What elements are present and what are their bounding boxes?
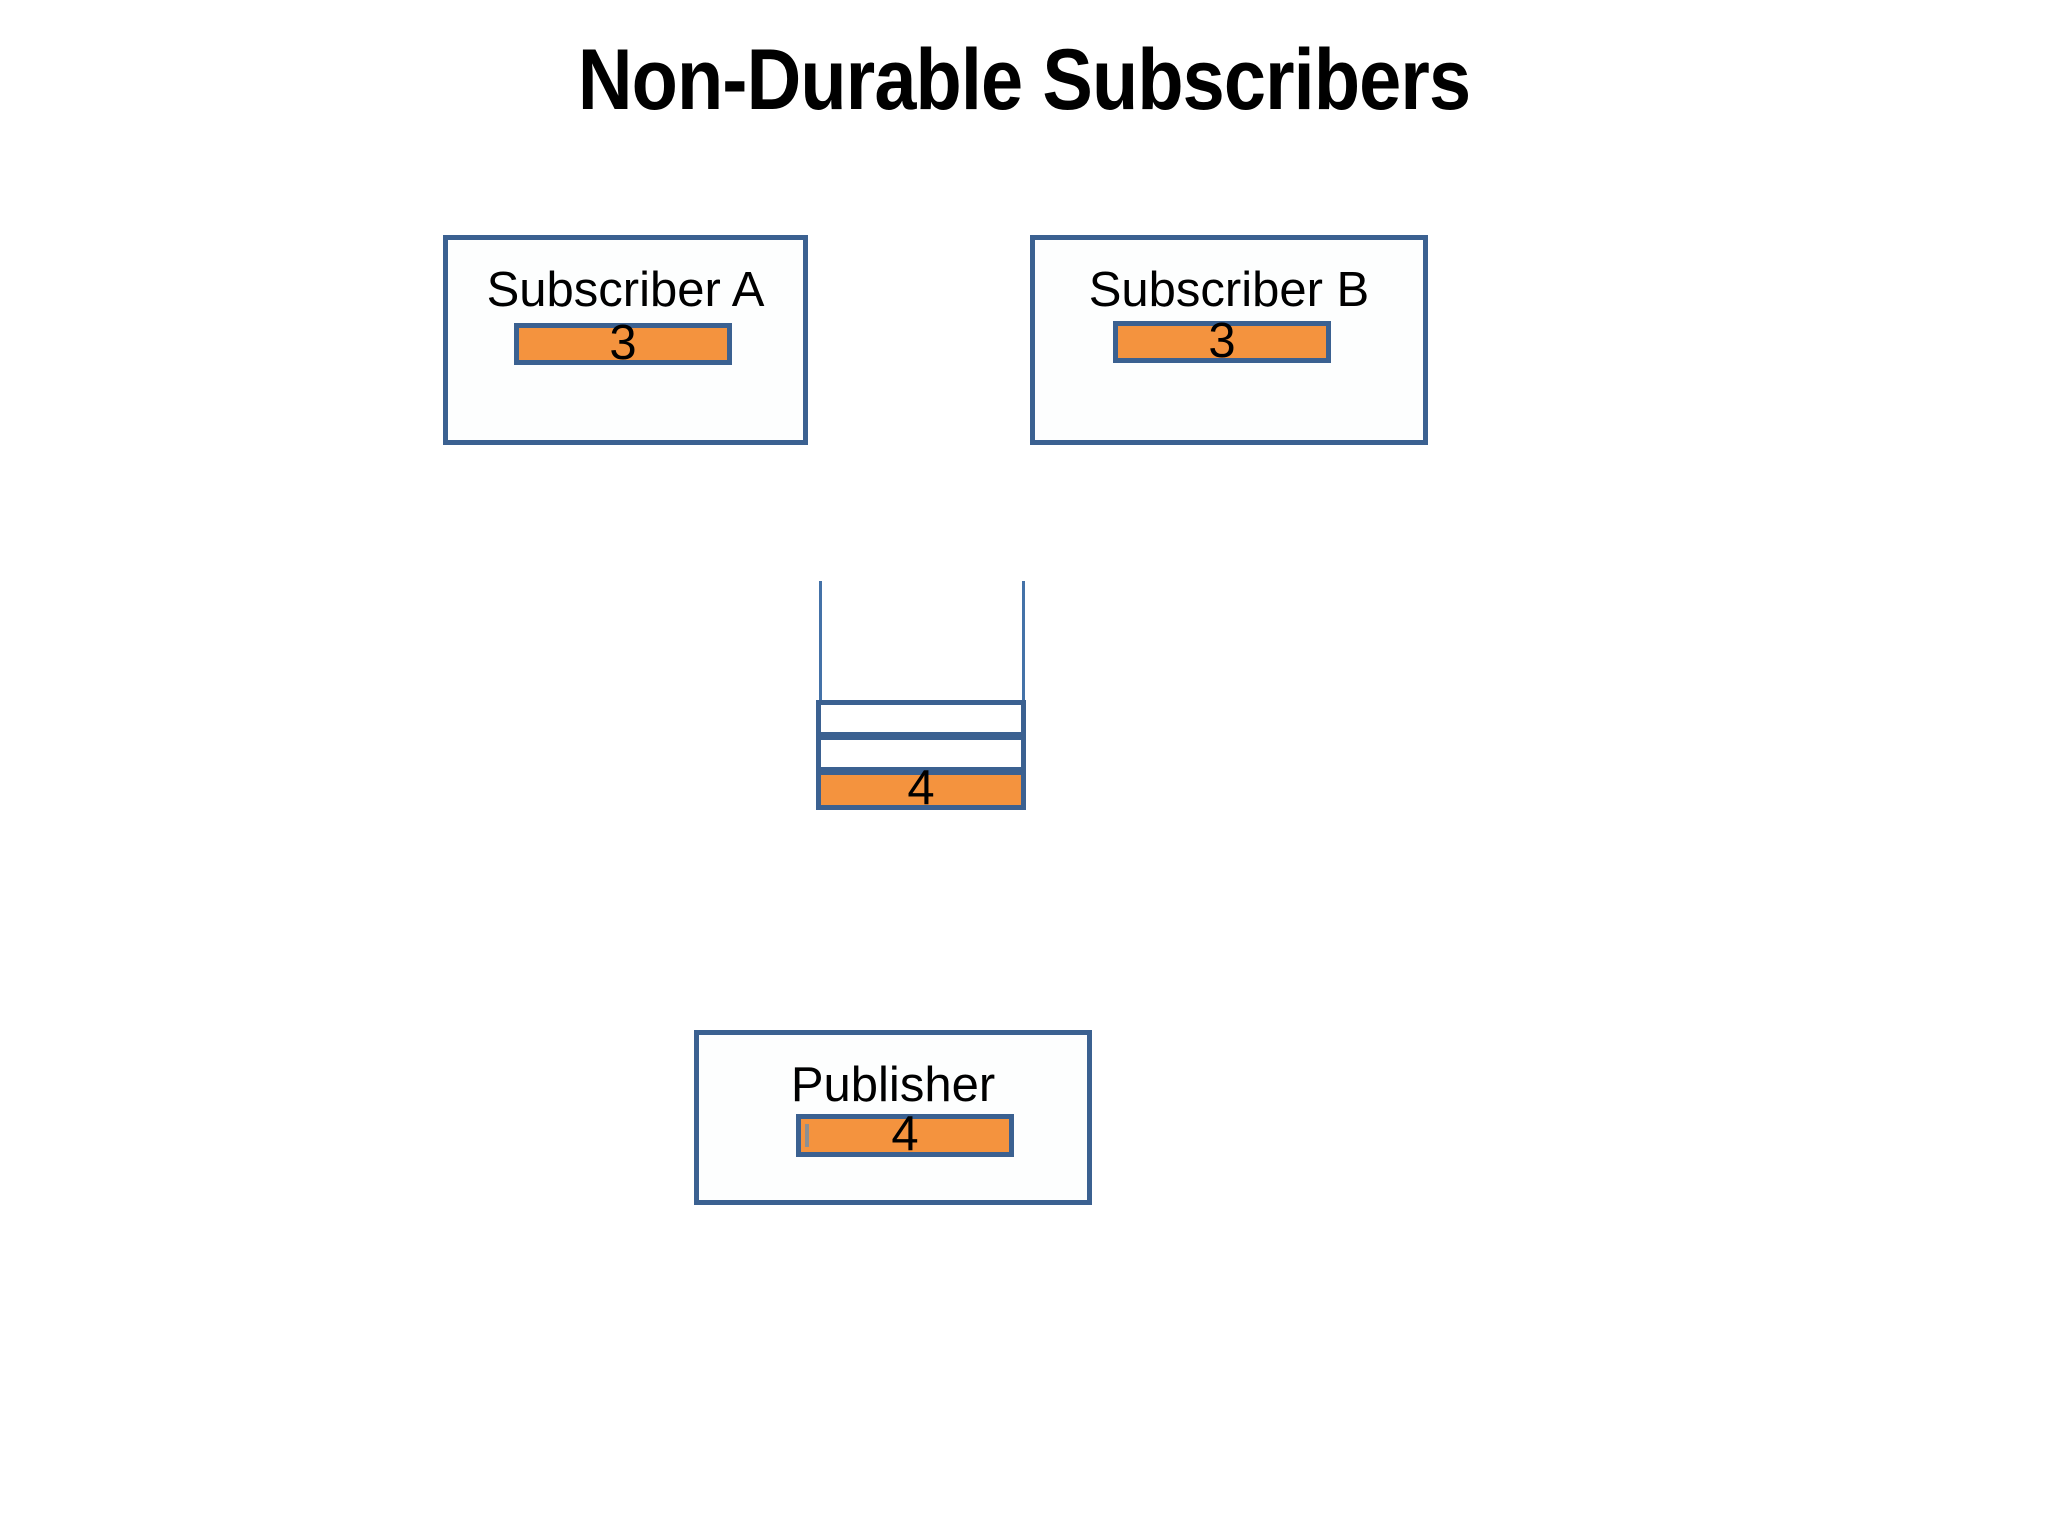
subscriber-b-label: Subscriber B: [1088, 263, 1370, 317]
publisher-label: Publisher: [790, 1058, 996, 1112]
queue-cell-1[interactable]: [816, 735, 1026, 772]
queue-cell-2-value: 4: [907, 760, 935, 815]
publisher-message-value: 4: [891, 1107, 919, 1161]
subscriber-a-label: Subscriber A: [486, 263, 765, 317]
queue-cell-2[interactable]: 4: [816, 763, 1026, 812]
subscriber-b-message-bar[interactable]: 3: [1113, 316, 1331, 365]
queue-rail-right: [1022, 581, 1025, 704]
queue-rail-left: [819, 581, 822, 704]
queue-cell-0[interactable]: [816, 700, 1026, 737]
publisher-box[interactable]: Publisher 4: [694, 1030, 1092, 1205]
subscriber-b-message-value: 3: [1208, 313, 1236, 368]
publisher-message-bar[interactable]: 4: [796, 1110, 1014, 1159]
subscriber-a-box[interactable]: Subscriber A 3: [443, 235, 808, 445]
publisher-message-cursor-icon: [805, 1124, 809, 1147]
page-title: Non-Durable Subscribers: [577, 32, 1471, 128]
subscriber-a-message-value: 3: [609, 315, 637, 370]
subscriber-b-box[interactable]: Subscriber B 3: [1030, 235, 1428, 445]
subscriber-a-message-bar[interactable]: 3: [514, 318, 732, 367]
